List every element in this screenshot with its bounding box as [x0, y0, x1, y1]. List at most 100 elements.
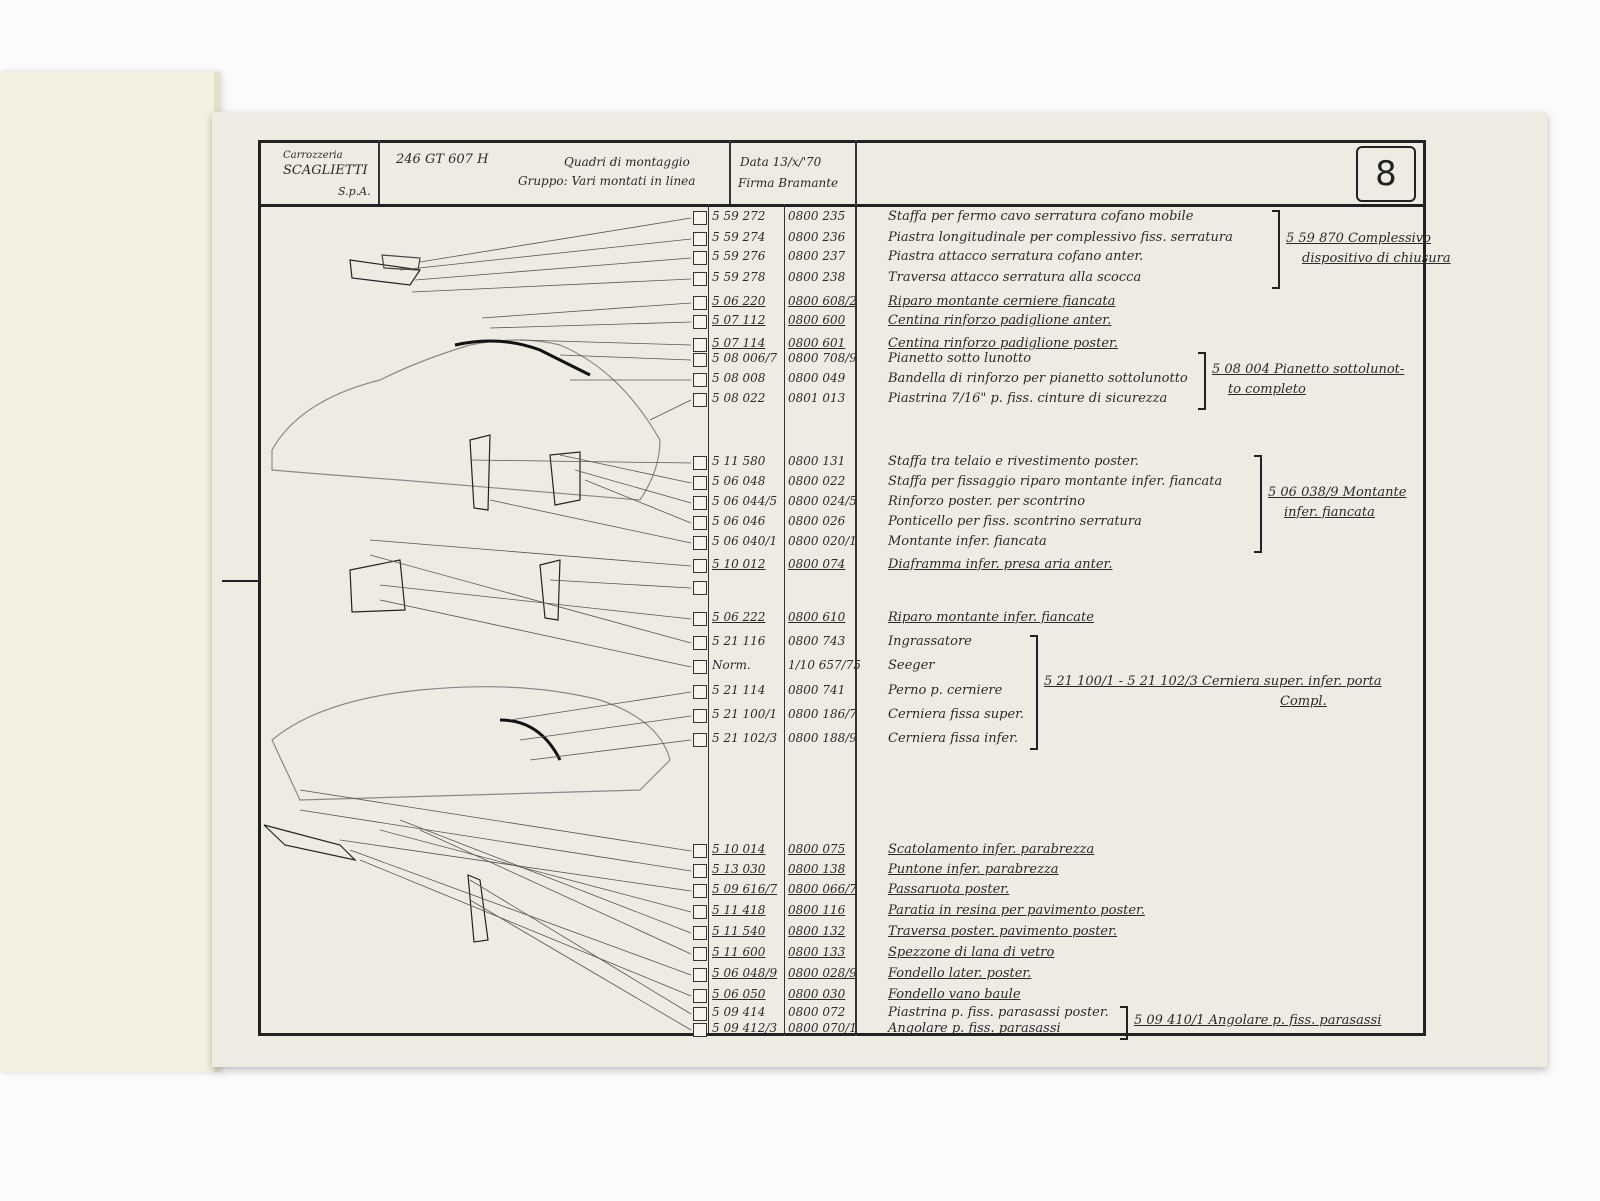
- row-checkbox[interactable]: [693, 315, 707, 329]
- leader-line: [559, 354, 692, 361]
- part-description: Angolare p. fiss. parasassi: [888, 1021, 1061, 1036]
- part-number: 5 06 220: [712, 294, 766, 308]
- group-bracket: [1272, 210, 1280, 289]
- part-number: 5 08 006/7: [712, 351, 778, 365]
- row-checkbox[interactable]: [693, 989, 707, 1003]
- divider: [855, 140, 857, 1036]
- row-checkbox[interactable]: [693, 536, 707, 550]
- part-description: Paratia in resina per pavimento poster.: [888, 903, 1145, 918]
- fold-mark: [222, 580, 260, 582]
- row-checkbox[interactable]: [693, 1007, 707, 1021]
- row-checkbox[interactable]: [693, 660, 707, 674]
- row-checkbox[interactable]: [693, 905, 707, 919]
- car-body-lower: [263, 559, 671, 943]
- row-checkbox[interactable]: [693, 636, 707, 650]
- part-description: Spezzone di lana di vetro: [888, 945, 1055, 960]
- drawing-code: 0800 028/9: [788, 966, 857, 980]
- drawing-code: 0800 238: [788, 270, 846, 284]
- row-checkbox[interactable]: [693, 926, 707, 940]
- part-description: Seeger: [888, 658, 935, 673]
- group-title: Gruppo: Vari montati in linea: [518, 174, 696, 188]
- divider: [784, 204, 785, 1036]
- row-checkbox[interactable]: [693, 211, 707, 225]
- part-number: 5 07 114: [712, 336, 766, 350]
- part-number: 5 59 274: [712, 230, 766, 244]
- part-description: Rinforzo poster. per scontrino: [888, 494, 1086, 509]
- part-number: 5 11 540: [712, 924, 766, 938]
- part-description: Staffa tra telaio e rivestimento poster.: [888, 454, 1139, 469]
- company-line1: Carrozzeria: [283, 150, 343, 161]
- part-description: Centina rinforzo padiglione poster.: [888, 336, 1118, 351]
- row-checkbox[interactable]: [693, 251, 707, 265]
- drawing-code: 0800 022: [788, 474, 846, 488]
- drawing-frame: [258, 140, 1426, 1036]
- part-description: Ingrassatore: [888, 634, 972, 649]
- row-checkbox[interactable]: [693, 296, 707, 310]
- leader-line: [489, 499, 692, 544]
- company-name: SCAGLIETTI: [283, 163, 368, 178]
- part-description: Piastrina p. fiss. parasassi poster.: [888, 1005, 1109, 1020]
- model-code: 246 GT 607 H: [396, 152, 489, 167]
- drawing-code: 0800 236: [788, 230, 846, 244]
- row-checkbox[interactable]: [693, 709, 707, 723]
- part-number: 5 06 048/9: [712, 966, 778, 980]
- row-checkbox[interactable]: [693, 272, 707, 286]
- part-number: 5 59 272: [712, 209, 766, 223]
- part-description: Piastra attacco serratura cofano anter.: [888, 249, 1144, 264]
- row-checkbox[interactable]: [693, 1023, 707, 1037]
- part-description: Riparo montante infer. fiancate: [888, 610, 1094, 625]
- assembly-label: 5 09 410/1 Angolare p. fiss. parasassi: [1134, 1013, 1382, 1028]
- row-checkbox[interactable]: [693, 884, 707, 898]
- leader-line: [469, 879, 692, 1015]
- row-checkbox[interactable]: [693, 393, 707, 407]
- row-checkbox[interactable]: [693, 353, 707, 367]
- drawing-code: 0800 608/2: [788, 294, 857, 308]
- leader-line: [574, 469, 692, 504]
- leader-line: [519, 715, 692, 741]
- row-checkbox[interactable]: [693, 338, 707, 352]
- divider: [729, 140, 731, 204]
- sheet-title: Quadri di montaggio: [564, 155, 690, 169]
- drawing-code: 1/10 657/75: [788, 658, 861, 672]
- row-checkbox[interactable]: [693, 516, 707, 530]
- assembly-label-2: Compl.: [1280, 693, 1327, 709]
- part-description: Centina rinforzo padiglione anter.: [888, 313, 1112, 328]
- row-checkbox[interactable]: [693, 947, 707, 961]
- part-number: 5 11 580: [712, 454, 766, 468]
- row-checkbox[interactable]: [693, 232, 707, 246]
- title-block: [258, 140, 1426, 207]
- drawing-code: 0800 610: [788, 610, 846, 624]
- row-checkbox[interactable]: [693, 844, 707, 858]
- row-checkbox[interactable]: [693, 968, 707, 982]
- row-checkbox[interactable]: [693, 476, 707, 490]
- row-checkbox[interactable]: [693, 496, 707, 510]
- part-number: 5 21 114: [712, 683, 766, 697]
- part-number: 5 10 014: [712, 842, 766, 856]
- group-bracket: [1030, 635, 1038, 750]
- row-checkbox[interactable]: [693, 612, 707, 626]
- part-description: Fondello later. poster.: [888, 966, 1032, 981]
- part-number: 5 06 046: [712, 514, 766, 528]
- row-checkbox[interactable]: [693, 733, 707, 747]
- part-description: Piastra longitudinale per complessivo fi…: [888, 230, 1233, 245]
- leader-line: [379, 599, 692, 668]
- row-checkbox[interactable]: [693, 864, 707, 878]
- drawing-code: 0800 070/1: [788, 1021, 857, 1035]
- row-checkbox[interactable]: [693, 685, 707, 699]
- assembly-label: 5 21 100/1 - 5 21 102/3 Cerniera super. …: [1044, 673, 1382, 689]
- drawing-code: 0800 030: [788, 987, 846, 1001]
- row-checkbox[interactable]: [693, 581, 707, 595]
- drawing-code: 0800 020/1: [788, 534, 857, 548]
- row-checkbox[interactable]: [693, 373, 707, 387]
- row-checkbox[interactable]: [693, 456, 707, 470]
- part-number: 5 06 222: [712, 610, 766, 624]
- part-description: Traversa poster. pavimento poster.: [888, 924, 1118, 939]
- part-description: Traversa attacco serratura alla scocca: [888, 270, 1142, 285]
- drawing-code: 0801 013: [788, 391, 846, 405]
- drawing-code: 0800 131: [788, 454, 846, 468]
- signature: Firma Bramante: [738, 176, 839, 190]
- sheet-number: 8: [1356, 146, 1416, 202]
- row-checkbox[interactable]: [693, 559, 707, 573]
- leader-line: [549, 579, 692, 589]
- part-number: 5 09 616/7: [712, 882, 778, 896]
